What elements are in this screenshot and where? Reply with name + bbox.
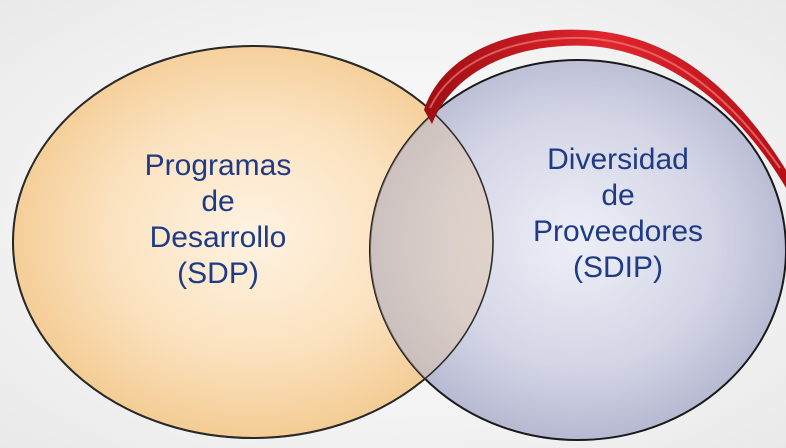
right-set-label: Diversidad de Proveedores (SDIP) [488,142,748,286]
right-set-label-line: Proveedores [532,215,704,248]
left-set-label-line: Programas [144,149,292,182]
right-set-label-line: Diversidad [547,143,689,176]
left-set-label-line: Desarrollo [149,221,287,254]
left-set-label: Programas de Desarrollo (SDP) [108,148,328,292]
right-set-label-line: de [601,179,635,212]
right-set-circle [369,59,786,441]
right-set-label-line: (SDIP) [573,251,663,284]
left-set-label-line: (SDP) [177,257,259,290]
left-set-outline [12,45,494,439]
red-ribbon [424,29,786,188]
left-set-label-line: de [201,185,235,218]
red-ribbon-highlight [429,36,781,169]
